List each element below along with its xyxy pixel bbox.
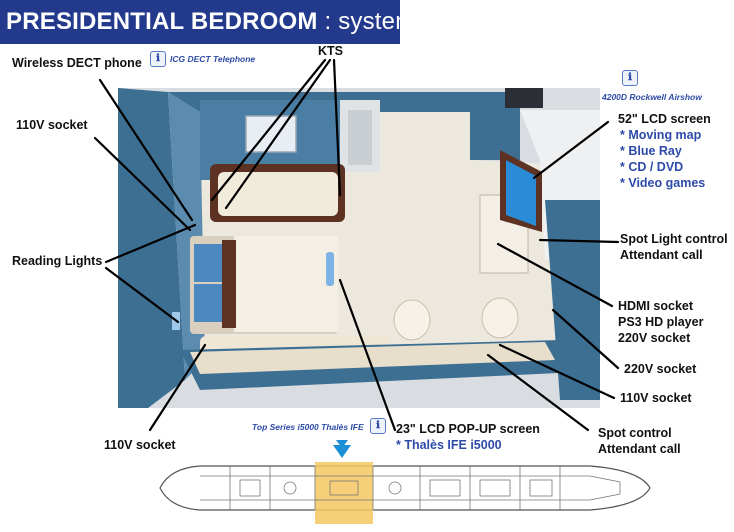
- label-lcd52-item: * Blue Ray: [620, 144, 682, 158]
- leader-dect: [98, 78, 194, 222]
- sofa-cushion: [218, 172, 338, 216]
- tv-screen: [506, 160, 536, 226]
- label-220v-socket-hdmi: 220V socket: [618, 331, 691, 345]
- leader-reading-2: [104, 266, 180, 324]
- chair-right: [481, 297, 519, 339]
- label-lcd23-sub: * Thalès IFE i5000: [396, 438, 502, 452]
- title-suffix: : systems: [317, 8, 428, 35]
- leader-kts-3: [332, 58, 342, 197]
- leader-hdmi: [496, 242, 614, 308]
- leader-lines: [93, 58, 620, 432]
- leader-lcd52: [532, 120, 610, 180]
- popup-screen: [326, 252, 334, 286]
- leader-110v-top: [93, 136, 192, 232]
- leader-reading-1: [104, 223, 197, 264]
- label-lcd23-title: 23" LCD POP-UP screen: [396, 422, 540, 436]
- label-wireless-dect: Wireless DECT phone: [12, 56, 142, 70]
- label-spot-attendant: Attendant call: [598, 442, 681, 456]
- page-title: PRESIDENTIAL BEDROOM : systems: [6, 8, 428, 36]
- ife-info-icon[interactable]: ℹ: [370, 418, 386, 434]
- airshow-reference: 4200D Rockwell Airshow: [602, 92, 702, 102]
- label-hdmi-socket: HDMI socket: [618, 299, 694, 313]
- leader-lcd23: [338, 278, 397, 432]
- airshow-unit: [505, 88, 543, 108]
- door-recess: [348, 110, 372, 165]
- ife-reference: Top Series i5000 Thalès IFE: [252, 422, 364, 432]
- label-110v-bottom: 110V socket: [104, 438, 176, 452]
- label-110v-top: 110V socket: [16, 118, 88, 132]
- nightstand-top: [194, 244, 222, 282]
- bed-headboard: [222, 240, 236, 328]
- aircraft-floorplan: [159, 462, 651, 524]
- leader-spotlight: [538, 238, 620, 244]
- label-lcd52-item: * Video games: [620, 176, 706, 190]
- dect-reference: ICG DECT Telephone: [170, 54, 256, 64]
- wall-painting: [245, 115, 297, 153]
- label-220v-socket: 220V socket: [624, 362, 697, 376]
- label-spotlight-control: Spot Light control: [620, 232, 728, 246]
- title-main: PRESIDENTIAL BEDROOM: [6, 8, 318, 35]
- leader-110v-right: [498, 343, 616, 400]
- label-spot-control: Spot control: [598, 426, 672, 440]
- label-ps3-player: PS3 HD player: [618, 315, 704, 329]
- leader-220v: [551, 308, 620, 370]
- leader-kts-2: [224, 58, 332, 210]
- label-lcd52-item: * Moving map: [620, 128, 702, 142]
- nightstand-bottom: [194, 284, 222, 322]
- label-kts: KTS: [318, 44, 343, 58]
- left-wall: [118, 88, 185, 408]
- label-reading-lights: Reading Lights: [12, 254, 103, 268]
- airshow-info-icon[interactable]: ℹ: [622, 70, 638, 86]
- label-lcd52-item: * CD / DVD: [620, 160, 684, 174]
- ledge-top: [190, 342, 555, 374]
- leader-spot-control: [486, 353, 590, 432]
- location-marker: [333, 445, 351, 458]
- bed-mattress: [234, 236, 338, 332]
- leader-kts-1: [210, 58, 327, 202]
- dect-info-icon[interactable]: ℹ: [150, 51, 166, 67]
- leader-110v-bottom: [148, 343, 207, 432]
- chair-left: [393, 299, 431, 341]
- right-back-wall: [470, 92, 520, 160]
- label-lcd52-title: 52" LCD screen: [618, 112, 711, 126]
- label-110v-right: 110V socket: [620, 391, 692, 405]
- title-banner: PRESIDENTIAL BEDROOM : systems: [0, 0, 427, 44]
- label-spotlight-attendant: Attendant call: [620, 248, 703, 262]
- location-marker-tail: [336, 440, 348, 448]
- bedroom-highlight: [315, 462, 373, 524]
